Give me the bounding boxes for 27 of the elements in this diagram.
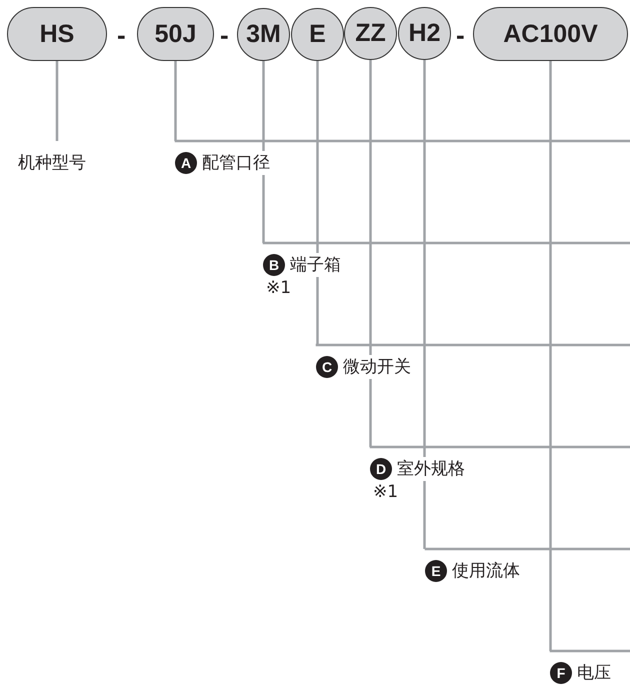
leader-line — [56, 61, 58, 141]
leader-line — [262, 61, 265, 243]
item-label: 室外规格 — [395, 457, 467, 481]
letter-badge: A — [175, 152, 197, 174]
leader-line — [423, 60, 426, 549]
leader-line — [174, 61, 177, 141]
code-circle: 3M — [237, 8, 290, 61]
letter-badge: C — [316, 356, 338, 378]
item-label: 微动开关 — [341, 355, 413, 379]
item-label: 配管口径 — [200, 151, 272, 175]
leader-line — [369, 60, 372, 447]
code-circle: E — [291, 8, 344, 61]
code-pill: 50J — [137, 7, 214, 61]
letter-badge: D — [370, 458, 392, 480]
separator-dash: - — [220, 22, 229, 48]
item-label: 端子箱 — [288, 253, 343, 277]
separator-dash: - — [117, 22, 126, 48]
leader-line — [549, 61, 552, 651]
code-circle: H2 — [398, 7, 451, 60]
letter-badge: B — [263, 254, 285, 276]
code-circle: ZZ — [344, 7, 397, 60]
code-pill: AC100V — [473, 7, 628, 61]
leader-line — [316, 61, 319, 345]
code-pill: HS — [7, 7, 107, 61]
separator-dash: - — [456, 22, 465, 48]
letter-badge: E — [425, 560, 447, 582]
letter-badge: F — [550, 662, 572, 684]
